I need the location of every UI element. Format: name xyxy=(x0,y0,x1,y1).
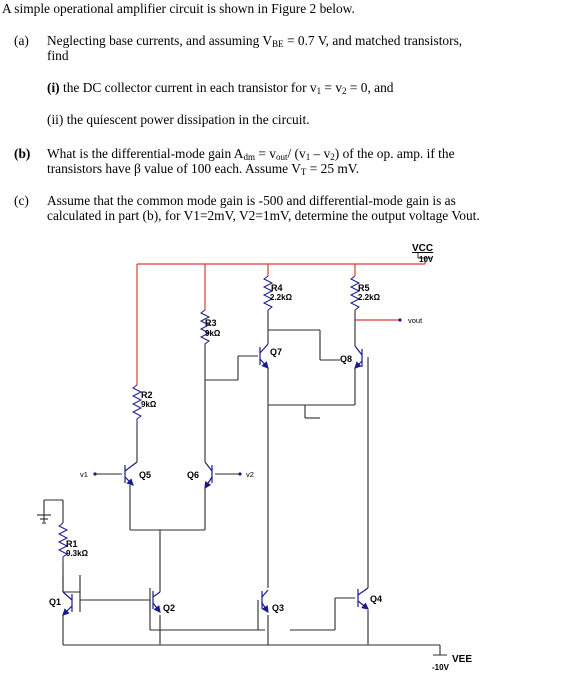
resistor-r5 xyxy=(349,275,361,311)
r1-value: 9.3kΩ xyxy=(66,549,89,558)
resistor-r2 xyxy=(131,384,143,425)
part-a-marker: (a) xyxy=(14,33,29,48)
r2-label: R2 xyxy=(141,390,153,400)
resistor-r3 xyxy=(199,309,211,345)
vee-value-label: -10V xyxy=(432,663,450,672)
v2-label: v2 xyxy=(246,470,254,479)
r3-value: 9kΩ xyxy=(205,329,221,338)
vcc-label: VCC xyxy=(412,243,433,254)
part-a-line2: find xyxy=(47,48,69,63)
part-b-marker: (b) xyxy=(14,146,31,161)
q8-label: Q8 xyxy=(340,354,352,364)
vcc-value-label: 10V xyxy=(419,255,434,264)
q2-label: Q2 xyxy=(163,603,175,613)
resistor-r4 xyxy=(262,275,274,311)
r4-label: R4 xyxy=(271,283,283,293)
transistor-q5 xyxy=(124,461,138,486)
r1-label: R1 xyxy=(66,539,78,549)
transistor-q4 xyxy=(357,587,369,610)
r2-value: 9kΩ xyxy=(141,400,157,409)
q6-label: Q6 xyxy=(187,470,199,480)
part-c-marker: (c) xyxy=(14,193,29,208)
part-a-line1: Neglecting base currents, and assuming V… xyxy=(47,33,463,49)
r5-value: 2.2kΩ xyxy=(358,293,381,302)
circuit-wires xyxy=(43,310,441,655)
v1-label: v1 xyxy=(80,470,88,479)
part-a-i: (i) the DC collector current in each tra… xyxy=(47,80,394,96)
transistor-q3 xyxy=(261,589,269,613)
ground-symbol xyxy=(37,514,51,524)
part-c-line1: Assume that the common mode gain is -500… xyxy=(47,193,456,208)
transistor-q2 xyxy=(152,591,161,613)
q1-label: Q1 xyxy=(49,597,61,607)
q3-label: Q3 xyxy=(272,603,284,613)
vout-label: vout xyxy=(408,316,423,325)
transistor-q1 xyxy=(62,591,73,616)
transistor-q7 xyxy=(259,343,269,369)
r5-label: R5 xyxy=(358,283,370,293)
r4-value: 2.2kΩ xyxy=(270,293,293,302)
q7-label: Q7 xyxy=(270,347,282,357)
r3-label: R3 xyxy=(205,318,217,328)
part-b-line2: transistors have β value of 100 each. As… xyxy=(47,161,360,177)
vcc-terminal xyxy=(417,253,432,259)
part-c-line2: calculated in part (b), for V1=2mV, V2=1… xyxy=(47,208,480,223)
q4-label: Q4 xyxy=(370,594,382,604)
resistor-r1 xyxy=(57,522,69,562)
part-b-line1: What is the differential-mode gain Adm =… xyxy=(47,146,455,162)
vee-label: VEE xyxy=(452,654,472,665)
vcc-rail xyxy=(136,258,426,385)
intro-text: A simple operational amplifier circuit i… xyxy=(2,1,355,16)
q5-label: Q5 xyxy=(139,470,151,480)
part-a-ii: (ii) the quiescent power dissipation in … xyxy=(47,112,310,127)
transistor-q8 xyxy=(354,345,363,369)
node-dots xyxy=(93,318,402,476)
transistor-q6 xyxy=(204,461,213,490)
